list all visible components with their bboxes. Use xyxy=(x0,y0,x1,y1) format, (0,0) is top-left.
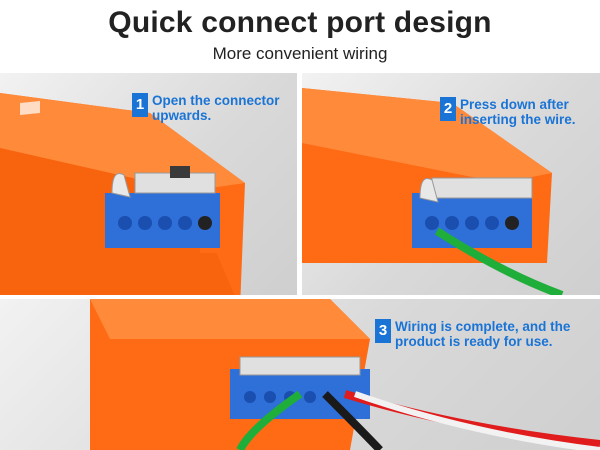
device-wired-image xyxy=(90,299,600,450)
step-3-callout: 3 Wiring is complete, and the product is… xyxy=(375,319,570,349)
step-2-text: Press down after inserting the wire. xyxy=(460,97,576,127)
device-open-connector-image xyxy=(0,93,245,295)
step-2-line2: inserting the wire. xyxy=(460,112,576,127)
page-subtitle: More convenient wiring xyxy=(212,44,388,63)
step-3-line1: Wiring is complete, and the xyxy=(395,319,571,334)
device-insert-wire-image xyxy=(302,88,564,295)
step-2-number: 2 xyxy=(440,97,456,121)
step-3-text: Wiring is complete, and the product is r… xyxy=(395,319,570,349)
step-2-line1: Press down after xyxy=(460,97,569,112)
step-1-callout: 1 Open the connector upwards. xyxy=(132,93,280,123)
step-3-line2: product is ready for use. xyxy=(395,334,553,349)
step-1-line1: Open the connector xyxy=(152,93,280,108)
step-1-number: 1 xyxy=(132,93,148,117)
step-1-panel: 1 Open the connector upwards. xyxy=(0,73,297,295)
step-2-callout: 2 Press down after inserting the wire. xyxy=(440,97,576,127)
step-1-text: Open the connector upwards. xyxy=(152,93,280,123)
step-2-panel: 2 Press down after inserting the wire. xyxy=(302,73,600,295)
page-title: Quick connect port design xyxy=(108,6,492,39)
step-1-line2: upwards. xyxy=(152,108,212,123)
step-3-number: 3 xyxy=(375,319,391,343)
step-3-panel: 3 Wiring is complete, and the product is… xyxy=(0,299,600,450)
header: Quick connect port design More convenien… xyxy=(0,0,600,72)
